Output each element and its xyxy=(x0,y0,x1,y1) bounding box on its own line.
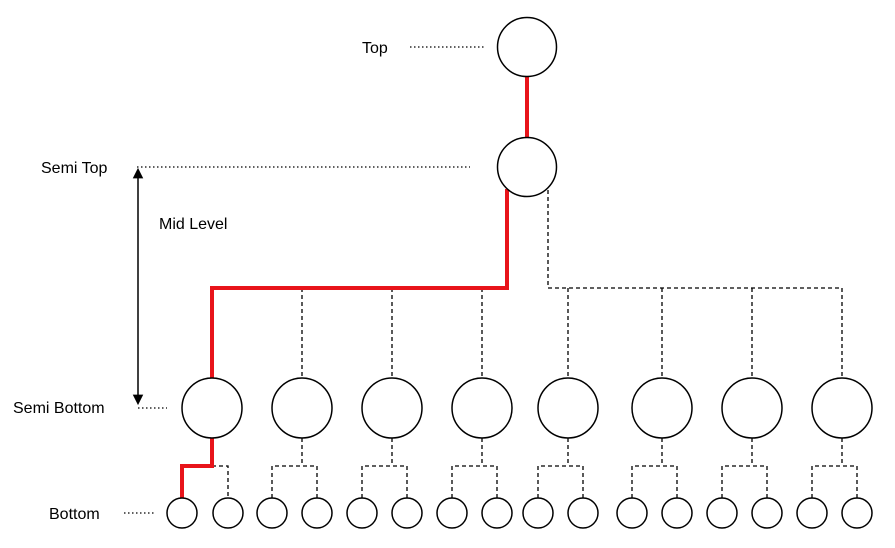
node-semi-bottom-7 xyxy=(721,377,783,439)
label-bottom: Bottom xyxy=(49,506,100,523)
tree-edges xyxy=(212,190,858,498)
node-semi-bottom-1 xyxy=(181,377,243,439)
node-bottom-3 xyxy=(256,497,288,529)
leaf-branch-4 xyxy=(451,465,498,498)
node-bottom-13 xyxy=(706,497,738,529)
highlighted-path xyxy=(180,76,529,498)
label-semi-bottom: Semi Bottom xyxy=(13,400,105,417)
node-semi-bottom-4 xyxy=(451,377,513,439)
label-mid-level: Mid Level xyxy=(159,216,227,233)
node-bottom-1 xyxy=(166,497,198,529)
leaf-branch-1 xyxy=(212,465,229,498)
node-top xyxy=(496,16,558,78)
label-top: Top xyxy=(362,40,388,57)
node-bottom-12 xyxy=(661,497,693,529)
node-bottom-10 xyxy=(567,497,599,529)
node-semi-bottom-2 xyxy=(271,377,333,439)
node-bottom-16 xyxy=(841,497,873,529)
node-bottom-5 xyxy=(346,497,378,529)
node-bottom-6 xyxy=(391,497,423,529)
node-bottom-2 xyxy=(212,497,244,529)
path-semi-top-to-semi-bottom xyxy=(210,189,509,378)
node-semi-top xyxy=(496,136,558,198)
node-bottom-14 xyxy=(751,497,783,529)
leaf-branch-5 xyxy=(537,465,584,498)
node-bottom-7 xyxy=(436,497,468,529)
node-bottom-9 xyxy=(522,497,554,529)
node-bottom-15 xyxy=(796,497,828,529)
node-bottom-8 xyxy=(481,497,513,529)
leaf-branch-7 xyxy=(721,465,768,498)
node-bottom-4 xyxy=(301,497,333,529)
tree-nodes xyxy=(166,16,873,529)
node-semi-bottom-3 xyxy=(361,377,423,439)
leaf-branch-2 xyxy=(271,465,318,498)
node-semi-bottom-8 xyxy=(811,377,873,439)
leaf-branch-6 xyxy=(631,465,678,498)
leaf-branch-8 xyxy=(811,465,858,498)
label-semi-top: Semi Top xyxy=(41,160,108,177)
node-semi-bottom-5 xyxy=(537,377,599,439)
branch-bus-right xyxy=(547,190,842,289)
node-semi-bottom-6 xyxy=(631,377,693,439)
path-semi-bottom-to-bottom xyxy=(180,438,214,498)
leaf-branch-3 xyxy=(361,465,408,498)
node-bottom-11 xyxy=(616,497,648,529)
